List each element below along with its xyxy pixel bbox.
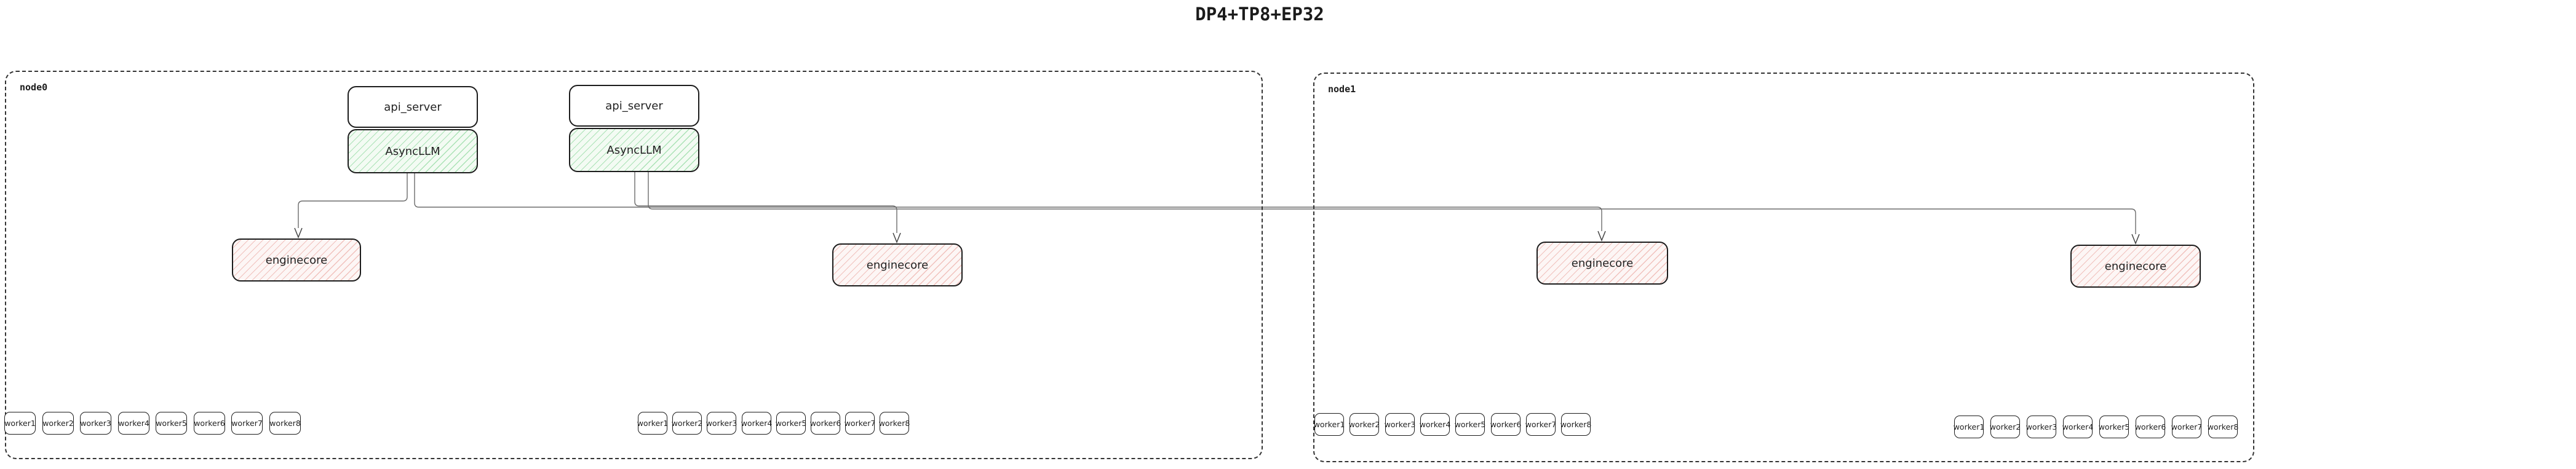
worker-box: worker5 — [2099, 416, 2129, 438]
asyncllm-box: AsyncLLM — [348, 129, 478, 173]
node-container-node1: node1 — [1313, 73, 2254, 462]
worker-box: worker6 — [2135, 416, 2166, 438]
worker-box: worker1 — [1314, 413, 1345, 436]
api-server-box: api_server — [569, 85, 699, 127]
diagram-title: DP4+TP8+EP32 — [1195, 4, 1324, 25]
worker-box: worker4 — [118, 412, 149, 435]
worker-box: worker5 — [156, 412, 187, 435]
worker-box: worker6 — [1490, 413, 1521, 436]
worker-box: worker2 — [42, 412, 74, 435]
worker-box: worker6 — [194, 412, 225, 435]
node-label-node1: node1 — [1328, 84, 1356, 95]
worker-box: worker8 — [269, 412, 301, 435]
asyncllm-box: AsyncLLM — [569, 128, 699, 172]
enginecore-box: enginecore — [1536, 242, 1668, 285]
enginecore-box: enginecore — [832, 243, 963, 286]
enginecore-box: enginecore — [232, 238, 361, 282]
worker-box: worker4 — [2062, 416, 2093, 438]
worker-box: worker3 — [80, 412, 111, 435]
worker-box: worker3 — [706, 412, 737, 435]
worker-box: worker7 — [231, 412, 263, 435]
api-server-box: api_server — [348, 86, 478, 128]
worker-box: worker2 — [1990, 416, 2021, 438]
worker-box: worker7 — [2171, 416, 2202, 438]
worker-box: worker8 — [2208, 416, 2238, 438]
worker-box: worker3 — [2026, 416, 2057, 438]
worker-box: worker1 — [1954, 416, 1984, 438]
worker-box: worker8 — [1560, 413, 1591, 436]
worker-box: worker8 — [879, 412, 910, 435]
worker-box: worker6 — [810, 412, 841, 435]
node-container-node0: node0 — [5, 71, 1263, 459]
enginecore-box: enginecore — [2070, 245, 2201, 288]
worker-box: worker1 — [4, 412, 36, 435]
node-label-node0: node0 — [20, 82, 48, 93]
worker-box: worker5 — [1455, 413, 1485, 436]
worker-box: worker3 — [1385, 413, 1415, 436]
worker-box: worker1 — [637, 412, 668, 435]
worker-box: worker2 — [1349, 413, 1380, 436]
worker-box: worker2 — [672, 412, 702, 435]
worker-box: worker4 — [741, 412, 772, 435]
worker-box: worker7 — [845, 412, 875, 435]
worker-box: worker7 — [1525, 413, 1556, 436]
worker-box: worker4 — [1420, 413, 1450, 436]
worker-box: worker5 — [776, 412, 806, 435]
